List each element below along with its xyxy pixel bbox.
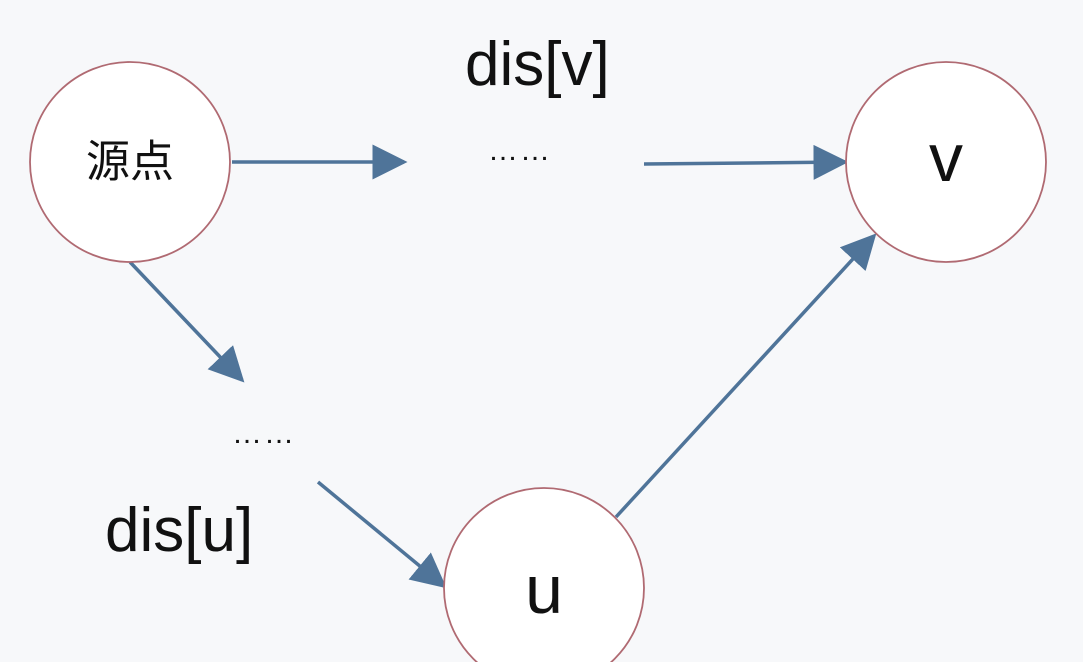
bottom-ellipsis: ……: [232, 417, 296, 450]
dis-u-label: dis[u]: [105, 496, 253, 565]
node-u-circle: [443, 487, 645, 662]
edge-bottom-ellipsis-to-u: [316, 480, 447, 589]
node-u: u: [443, 487, 645, 662]
node-u-label: u: [525, 552, 563, 628]
node-source-label: 源点: [86, 138, 174, 187]
dis-v-label: dis[v]: [465, 30, 610, 99]
node-v: v: [845, 61, 1047, 263]
node-source: 源点: [29, 61, 231, 263]
edge-u-to-v: [614, 233, 877, 519]
node-v-circle: [845, 61, 1047, 263]
edge-source-to-bottom-ellipsis: [128, 260, 245, 383]
node-source-circle: [29, 61, 231, 263]
edge-top-ellipsis-to-v: [643, 144, 849, 180]
node-v-label: v: [929, 120, 963, 196]
top-ellipsis: ……: [488, 134, 552, 167]
